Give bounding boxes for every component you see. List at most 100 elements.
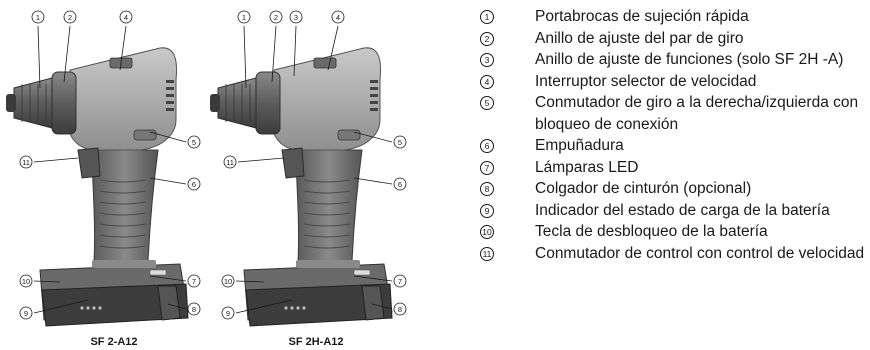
callout-number: 6 [192, 180, 196, 189]
callout-circle [393, 177, 407, 191]
callout-line [271, 25, 277, 83]
callout-circle [19, 274, 33, 288]
grip-texture [303, 234, 351, 238]
callout-number: 9 [24, 309, 28, 318]
callout-line [237, 157, 285, 163]
charge-led [290, 306, 294, 310]
callout-number: 8 [192, 305, 196, 314]
callout-circle [331, 10, 345, 24]
charge-led [80, 306, 84, 310]
drill-housing [271, 47, 382, 151]
grip-texture [303, 190, 351, 194]
callout-number: 11 [226, 158, 234, 167]
vent-slot [370, 80, 378, 83]
callout-line [33, 299, 89, 314]
callout-number: 2 [68, 13, 72, 22]
vent-slot [166, 80, 174, 83]
legend-number: 10 [480, 225, 494, 239]
grip-texture [99, 190, 147, 194]
vent-slot [166, 108, 174, 111]
callout-circle [19, 155, 33, 169]
grip-texture [99, 201, 147, 205]
callout-line [293, 25, 297, 77]
legend-number: 11 [480, 246, 494, 261]
speed-switch [313, 57, 337, 69]
legend-number: 3 [480, 53, 494, 67]
trigger [281, 147, 305, 179]
legend-text: Interruptor selector de velocidad [535, 72, 757, 90]
chuck-tip [210, 94, 220, 112]
grip-texture [303, 245, 351, 249]
legend-item: 10 Tecla de desbloqueo de la batería [474, 221, 866, 243]
callout-circle [393, 135, 407, 149]
charge-led [86, 306, 90, 310]
direction-switch [337, 129, 361, 141]
callout-number: 4 [124, 13, 128, 22]
grip-texture [303, 201, 351, 205]
callout-number: 5 [192, 138, 196, 147]
legend-number: 6 [480, 139, 494, 153]
callout-circle [187, 302, 201, 316]
vent-slot [370, 101, 378, 104]
callout-line [371, 303, 393, 310]
battery-release [296, 260, 360, 268]
callout-line [33, 157, 79, 163]
callout-number: 10 [22, 277, 30, 286]
callout-number: 1 [36, 13, 40, 22]
callout-line [33, 280, 61, 283]
legend-text: Tecla de desbloqueo de la batería [535, 223, 768, 240]
callout-number: 1 [242, 13, 246, 22]
charge-led [98, 306, 102, 310]
callout-number: 2 [274, 13, 278, 22]
led-lamp [353, 269, 371, 276]
callout-number: 10 [224, 277, 232, 286]
vent-slot [166, 94, 174, 97]
callout-circle [393, 302, 407, 316]
callout-number: 5 [398, 138, 402, 147]
callout-line [167, 303, 187, 310]
led-lamp [149, 269, 167, 276]
torque-ring [255, 71, 281, 135]
callout-number: 11 [22, 158, 30, 167]
legend-number: 7 [480, 160, 494, 175]
callout-circle [63, 10, 77, 24]
callout-number: 6 [398, 180, 402, 189]
callout-number: 8 [398, 305, 402, 314]
callout-circle [237, 10, 251, 24]
callout-circle [269, 10, 283, 24]
callout-line [353, 275, 393, 282]
legend-text: Empuñadura [535, 137, 624, 154]
callout-line [235, 280, 265, 283]
callout-line [149, 275, 187, 282]
model-label-sf2-a12: SF 2-A12 [90, 336, 137, 348]
callout-line [37, 25, 41, 89]
legend-text: Portabrocas de sujeción rápida [535, 8, 749, 25]
callout-line [243, 25, 247, 89]
callout-circle [31, 10, 45, 24]
charge-led [296, 306, 300, 310]
callout-circle [221, 274, 235, 288]
callout-number: 7 [398, 277, 402, 286]
legend-number: 8 [480, 182, 494, 196]
legend-text: Indicador del estado de carga de la bate… [535, 201, 830, 219]
callout-circle [289, 10, 303, 24]
callout-number: 4 [336, 13, 340, 22]
grip-texture [303, 212, 351, 216]
grip-texture [99, 234, 147, 238]
charge-led [302, 306, 306, 310]
grip-texture [99, 223, 147, 227]
model-label-sf2h-a12: SF 2H-A12 [288, 336, 343, 348]
callout-line [353, 131, 393, 143]
battery-base [245, 283, 393, 327]
drill-grip [91, 149, 159, 263]
vent-slot [370, 87, 378, 90]
